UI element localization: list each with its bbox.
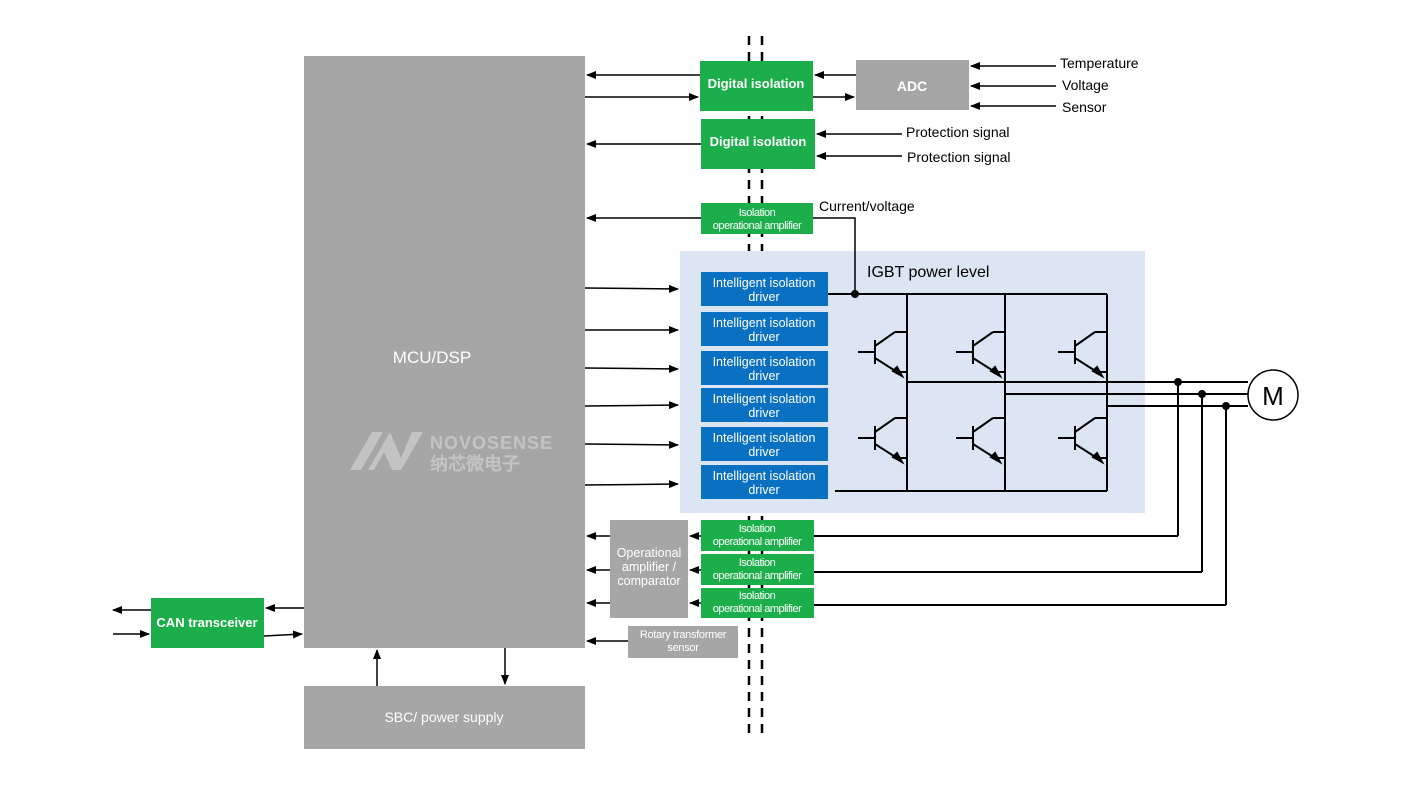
driver-5-line2: driver <box>748 445 779 459</box>
adc-block <box>856 60 969 110</box>
current-sense-lines <box>814 535 1226 606</box>
opamp-line3: comparator <box>617 574 680 588</box>
driver-1-line2: driver <box>748 290 779 304</box>
driver-5: Intelligent isolation driver <box>701 427 828 461</box>
digital-isolation-1-label: Digital isolation <box>708 76 805 91</box>
novosense-logo: NOVOSENSE 纳芯微电子 <box>350 432 553 475</box>
iso-amp-bottom-2: Isolation operational amplifier <box>701 554 814 585</box>
driver-4-line1: Intelligent isolation <box>713 392 816 406</box>
mcu-to-driver-5 <box>584 440 679 449</box>
driver-2-line2: driver <box>748 330 779 344</box>
opamp-line1: Operational <box>617 546 682 560</box>
iso-amp-b1-line2: operational amplifier <box>713 536 802 548</box>
mcu-to-driver-3 <box>584 364 679 373</box>
driver-6: Intelligent isolation driver <box>701 465 828 499</box>
logo-latin: NOVOSENSE <box>430 433 553 453</box>
iso-amp-b1-line1: Isolation <box>739 523 776 535</box>
digital-isolation-2-label: Digital isolation <box>710 134 807 149</box>
temperature-label: Temperature <box>1060 55 1139 71</box>
adc-label: ADC <box>897 78 927 94</box>
igbt-transistors <box>858 331 1107 465</box>
rotary-sensor-block <box>628 626 738 658</box>
mcu-to-driver-1 <box>584 284 679 293</box>
driver-3: Intelligent isolation driver <box>701 351 828 385</box>
driver-5-line1: Intelligent isolation <box>713 431 816 445</box>
rotary-line2: sensor <box>667 642 699 654</box>
driver-3-line1: Intelligent isolation <box>713 355 816 369</box>
driver-2-line1: Intelligent isolation <box>713 316 816 330</box>
motor-symbol <box>1247 369 1299 421</box>
sbc-power-block <box>304 686 585 749</box>
sensor-label: Sensor <box>1062 99 1107 115</box>
current-voltage-line <box>813 217 856 294</box>
can-transceiver-label: CAN transceiver <box>156 615 257 630</box>
driver-3-line2: driver <box>748 369 779 383</box>
digital-isolation-2 <box>701 119 815 169</box>
mcu-to-driver-4 <box>584 401 679 410</box>
driver-2: Intelligent isolation driver <box>701 312 828 346</box>
driver-6-line1: Intelligent isolation <box>713 469 816 483</box>
driver-1-line1: Intelligent isolation <box>713 276 816 290</box>
mcu-to-driver-6 <box>584 480 679 489</box>
can-transceiver-block <box>151 598 264 648</box>
iso-amp-top <box>701 203 813 234</box>
voltage-label: Voltage <box>1062 77 1109 93</box>
mcu-dsp-label: MCU/DSP <box>393 348 471 367</box>
iso-amp-top-line1: Isolation <box>739 207 776 219</box>
igbt-power-title: IGBT power level <box>867 264 989 281</box>
driver-1: Intelligent isolation driver <box>701 272 828 306</box>
driver-6-line2: driver <box>748 483 779 497</box>
protection-signal-1: Protection signal <box>906 124 1010 140</box>
sbc-power-label: SBC/ power supply <box>384 709 503 725</box>
iso-amp-top-line2: operational amplifier <box>713 220 802 232</box>
iso-amp-bottom-1: Isolation operational amplifier <box>701 520 814 551</box>
protection-signal-2: Protection signal <box>907 149 1011 165</box>
iso-amp-b3-line1: Isolation <box>739 590 776 602</box>
iso-amp-bottom-3: Isolation operational amplifier <box>701 588 814 618</box>
driver-4-line2: driver <box>748 406 779 420</box>
mcu-dsp-block <box>304 56 585 648</box>
motor-label: M <box>1262 381 1284 411</box>
driver-4: Intelligent isolation driver <box>701 388 828 422</box>
logo-chinese: 纳芯微电子 <box>430 453 520 475</box>
iso-amp-b2-line2: operational amplifier <box>713 570 802 582</box>
opamp-line2: amplifier / <box>622 560 677 574</box>
current-voltage-label: Current/voltage <box>819 198 915 214</box>
opamp-comparator-block <box>610 520 688 618</box>
iso-amp-b3-line2: operational amplifier <box>713 603 802 615</box>
digital-isolation-1 <box>700 61 813 111</box>
iso-amp-b2-line1: Isolation <box>739 557 776 569</box>
rotary-line1: Rotary transformer <box>640 629 727 641</box>
can-to-mcu-arrow <box>263 630 303 639</box>
